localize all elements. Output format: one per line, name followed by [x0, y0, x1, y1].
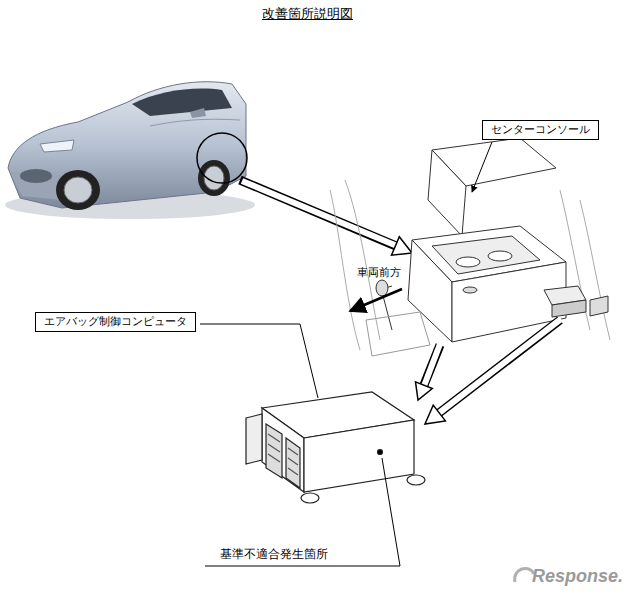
box-text: エアバッグ制御コンピュータ [44, 315, 187, 329]
console-illustration [330, 138, 610, 356]
leader-line [205, 458, 400, 566]
direction-label: 車両前方 [357, 266, 401, 280]
diagram-title: 改善箇所説明図 [262, 6, 353, 22]
label-box: エアバッグ制御コンピュータ [35, 312, 196, 332]
hollow-arrow [416, 319, 562, 424]
label-box: センターコンソール [482, 120, 599, 140]
box-text: センターコンソール [491, 123, 590, 137]
callout-label: 基準不適合発生箇所 [220, 547, 328, 561]
leader-line [200, 324, 318, 398]
ecu-illustration [246, 392, 425, 503]
car-illustration [5, 82, 255, 219]
leader-line [472, 142, 492, 192]
direction-arrow [350, 289, 402, 311]
watermark: Response. [532, 566, 623, 586]
watermark-swoosh [515, 568, 534, 582]
hollow-arrow [240, 180, 412, 255]
